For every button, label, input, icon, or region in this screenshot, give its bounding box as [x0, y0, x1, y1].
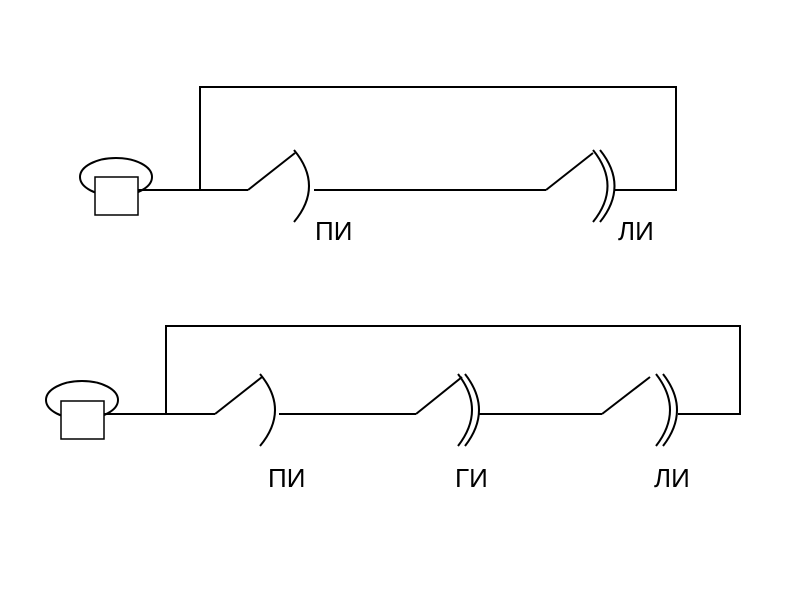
- arc-icon: [662, 373, 678, 447]
- arc-icon: [457, 373, 473, 447]
- detector-label: ГИ: [455, 463, 488, 493]
- switch-arm: [247, 152, 296, 191]
- arc-icon: [259, 373, 276, 447]
- detector-li: ЛИ: [601, 373, 690, 493]
- arc-icon: [655, 373, 671, 447]
- circuit-diagram-2: ПИ ГИ ЛИ: [45, 325, 741, 493]
- source-icon: [45, 380, 119, 440]
- detector-label: ЛИ: [618, 216, 654, 246]
- detector-pi: ПИ: [214, 373, 305, 493]
- detector-label: ЛИ: [654, 463, 690, 493]
- source-icon: [79, 157, 153, 216]
- switch-arm: [601, 376, 651, 415]
- detector-gi: ГИ: [415, 373, 488, 493]
- detector-label: ПИ: [268, 463, 305, 493]
- detector-pi: ПИ: [247, 149, 352, 246]
- arc-icon: [293, 149, 310, 223]
- arc-icon: [464, 373, 480, 447]
- switch-arm: [415, 376, 463, 415]
- detector-label: ПИ: [315, 216, 352, 246]
- feedback-loop-wire: [104, 325, 741, 415]
- feedback-loop-wire: [138, 86, 677, 191]
- arc-icon: [592, 149, 609, 223]
- detector-li: ЛИ: [545, 149, 654, 246]
- circuit-diagram-1: ПИ ЛИ: [79, 86, 677, 246]
- arc-icon: [599, 149, 616, 223]
- switch-arm: [214, 376, 263, 415]
- switch-arm: [545, 152, 594, 191]
